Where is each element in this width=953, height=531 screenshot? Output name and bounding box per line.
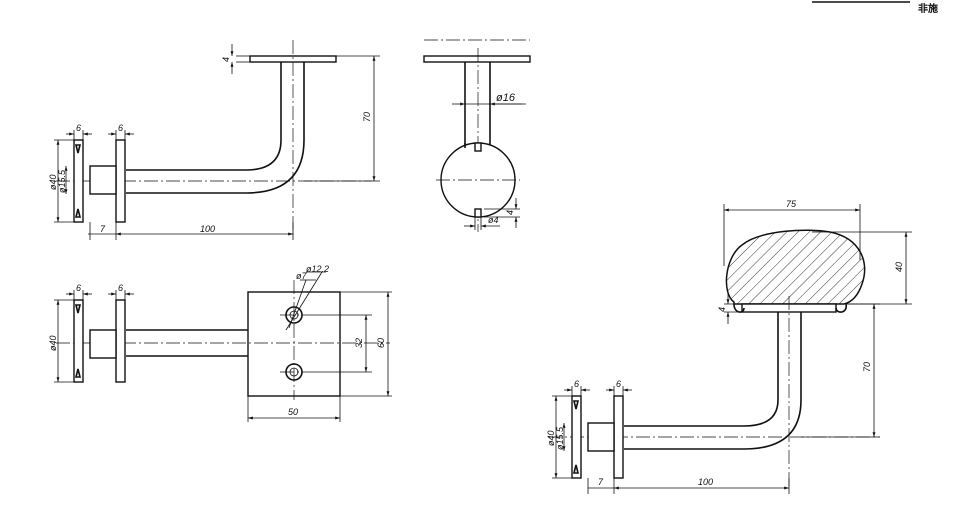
dim-assembled-offset: 7 [598,477,604,487]
dim-rod-dia: ø16 [496,92,516,104]
dim-pin-depth: 4 [505,210,515,215]
dim-assembled-ring-b: 6 [616,379,621,389]
dim-ring-a: 6 [76,123,81,133]
side-view-top: 4 70 100 7 6 6 ø40 ø15.5 [48,40,380,240]
rod-bend-outer [126,139,305,194]
plan-view: ø7 ø12.2 32 60 50 6 6 ø40 [48,264,392,422]
dim-plan-ring-a: 6 [76,283,81,293]
dim-hole-small: ø7 [296,271,307,281]
dim-handrail-width: 75 [786,199,797,209]
dim-ring-b: 6 [118,123,123,133]
end-view: ø16 ø4 4 [423,39,531,232]
dim-flange-thickness: 4 [221,57,231,62]
dim-assembled-dia-40: ø40 [546,430,556,446]
dim-dia-40: ø40 [48,174,58,190]
sleeve [89,165,117,195]
dim-hole-spacing: 32 [354,338,364,348]
rod-bend-inner [126,139,282,171]
dim-offset: 7 [100,224,106,234]
corner-mark: 非施 [812,1,938,15]
dim-assembled-dia-15-5: ø15.5 [555,426,565,450]
dim-assembled-height: 70 [862,362,872,372]
dim-handrail-height: 40 [894,262,904,272]
end-flange [423,55,531,63]
dim-assembled-ring-a: 6 [574,379,579,389]
dim-plan-ring-b: 6 [118,283,123,293]
side-view-assembled: 75 40 4 70 100 7 6 6 ø40 ø15. [546,199,912,494]
corner-mark-text: 非施 [918,2,938,15]
handrail-section [725,229,866,305]
dim-plate-width: 50 [288,407,298,417]
dim-height: 70 [362,112,372,122]
dim-saddle-thickness: 4 [717,307,727,312]
dim-hole-large: ø12.2 [306,264,329,274]
dim-dia-15-5: ø15.5 [57,169,67,193]
wall-plate [115,139,126,223]
dim-plan-dia-40: ø40 [48,335,58,351]
dim-pin-dia: ø4 [488,215,499,225]
dim-plate-height: 60 [376,338,386,348]
ring-flange [73,139,84,223]
dim-width: 100 [200,224,215,234]
dim-assembled-width: 100 [698,477,713,487]
